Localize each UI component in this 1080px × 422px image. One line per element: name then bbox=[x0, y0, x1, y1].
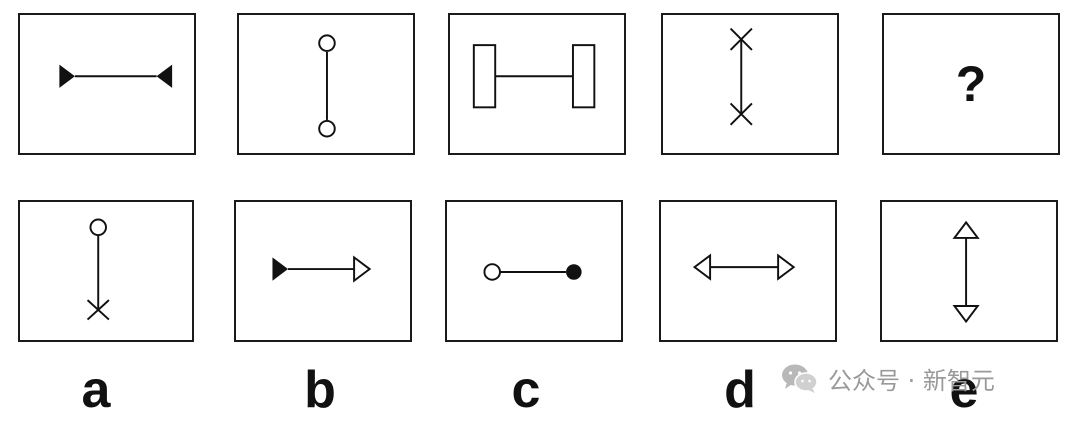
watermark: 公众号 · 新智元 bbox=[780, 360, 995, 396]
top-panel-3 bbox=[448, 13, 626, 155]
option-panel-a[interactable] bbox=[18, 200, 194, 342]
option-label-e: e bbox=[949, 361, 979, 419]
option-panel-c[interactable] bbox=[445, 200, 623, 342]
wechat-icon bbox=[782, 364, 818, 393]
option-label-a: a bbox=[81, 361, 111, 419]
top-panel-4 bbox=[661, 13, 839, 155]
open-circle-filled-circle-horizontal-figure bbox=[483, 263, 582, 281]
option-label-b: b bbox=[304, 361, 336, 419]
filled-triangles-horizontal-figure bbox=[59, 64, 173, 88]
circles-vertical-figure bbox=[318, 34, 336, 138]
top-panel-5: ? bbox=[882, 13, 1060, 155]
option-label-c: c bbox=[511, 361, 541, 419]
watermark-text: 公众号 · 新智元 bbox=[828, 366, 995, 395]
filled-triangle-open-triangle-horizontal-figure bbox=[272, 255, 372, 283]
open-triangles-vertical-figure bbox=[952, 220, 980, 324]
top-panel-1 bbox=[18, 13, 196, 155]
question-mark: ? bbox=[955, 56, 987, 112]
crosses-vertical-figure bbox=[729, 27, 753, 126]
top-panel-2 bbox=[237, 13, 415, 155]
option-panel-e[interactable] bbox=[880, 200, 1058, 342]
open-triangles-horizontal-figure bbox=[692, 253, 796, 281]
option-panel-b[interactable] bbox=[234, 200, 412, 342]
rectangles-horizontal-figure bbox=[472, 44, 596, 109]
option-panel-d[interactable] bbox=[659, 200, 837, 342]
option-label-d: d bbox=[724, 361, 756, 419]
circle-cross-vertical-figure bbox=[86, 218, 110, 321]
